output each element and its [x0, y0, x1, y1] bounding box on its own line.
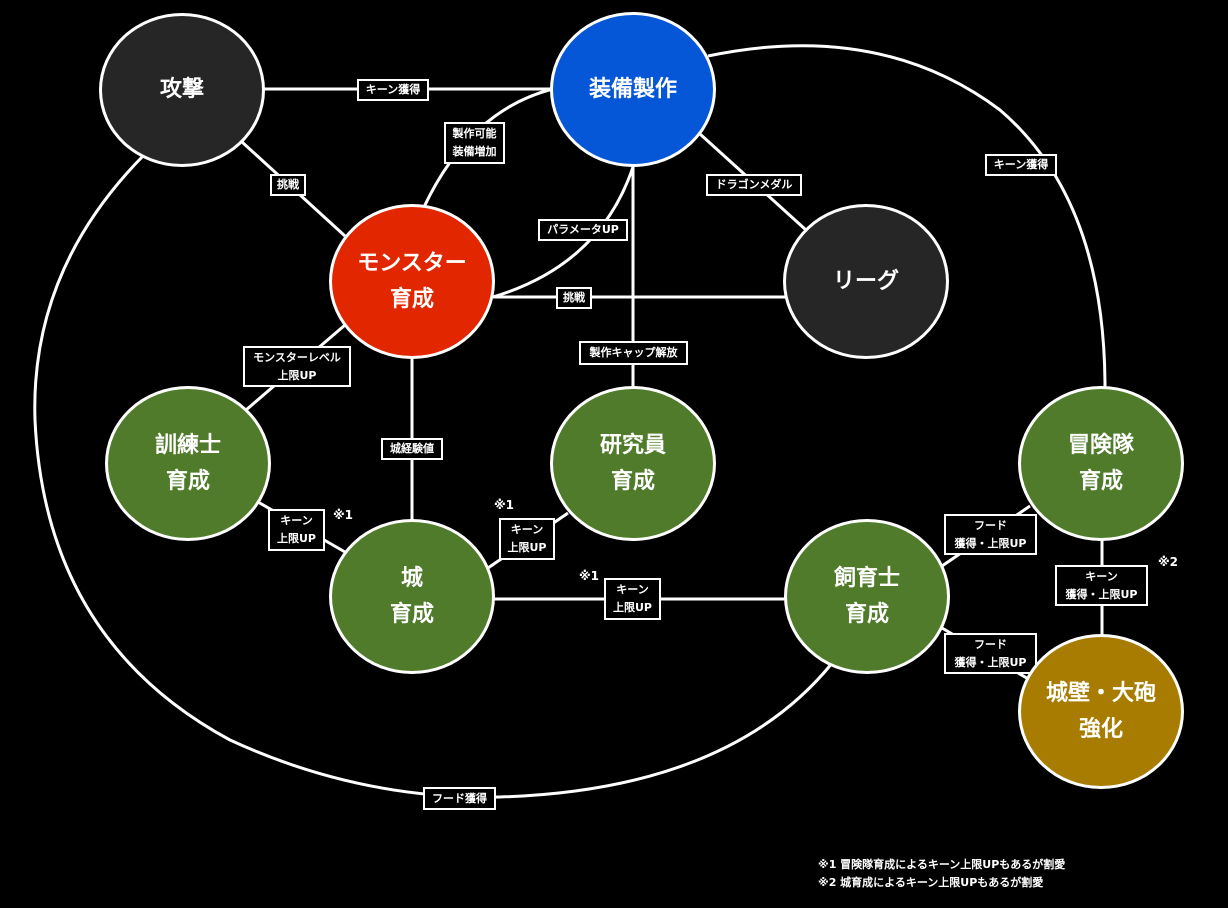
edge-equipment-adventurer: [707, 44, 1107, 389]
label-text: キーン: [280, 514, 313, 527]
footnotes: ※1 冒険隊育成によるキーン上限UPもあるが割愛 ※2 城育成によるキーン上限U…: [818, 856, 1065, 892]
edge-label-equipment-league: ドラゴンメダル: [706, 174, 802, 196]
node-label: 城壁・大砲: [1045, 680, 1156, 706]
label-text: フード: [974, 637, 1007, 651]
label-text: キーン: [616, 583, 649, 596]
edge-label-monster-trainer: モンスターレベル上限UP: [243, 346, 351, 387]
label-text: モンスターレベル: [253, 350, 341, 364]
label-text: 上限UP: [277, 368, 317, 382]
node-equipment: 装備製作: [550, 12, 716, 167]
node-label: 研究員: [599, 432, 666, 458]
label-text: フード: [974, 518, 1007, 532]
node-label: 訓練士: [154, 432, 221, 458]
label-text: フード獲得: [432, 791, 487, 805]
node-label: 育成: [389, 286, 434, 312]
label-text: 上限UP: [507, 541, 547, 554]
edge-label-adventurer-wall: キーン獲得・上限UP: [1055, 565, 1148, 606]
label-text: 城経験値: [390, 442, 434, 455]
label-text: キーン獲得: [365, 83, 421, 96]
edge-label-equipment-adventurer: キーン獲得: [985, 154, 1057, 176]
edge-label-monster-castle: 城経験値: [381, 438, 443, 460]
node-label: 攻撃: [159, 77, 204, 102]
node-monster: モンスター 育成: [329, 204, 495, 359]
node-label: 飼育士: [833, 565, 900, 591]
node-label: リーグ: [832, 268, 899, 294]
node-label: 城: [400, 565, 423, 591]
label-text: キーン獲得: [993, 158, 1049, 171]
edge-label-monster-league: 挑戦: [556, 287, 592, 309]
label-text: 挑戦: [277, 178, 299, 191]
node-researcher: 研究員 育成: [550, 386, 716, 541]
note-mark-adventurer-wall: ※2: [1158, 555, 1179, 569]
label-text: 装備増加: [452, 145, 497, 158]
node-label: 強化: [1078, 716, 1123, 742]
node-label: 育成: [844, 601, 889, 627]
label-text: キーン: [510, 523, 544, 536]
edge-label-equipment-monster-arc: パラメータUP: [538, 219, 628, 241]
label-text: 製作可能: [452, 127, 497, 140]
node-wall: 城壁・大砲 強化: [1018, 634, 1184, 789]
label-text: 獲得・上限UP: [954, 536, 1027, 550]
node-label: 装備製作: [588, 76, 677, 102]
label-text: パラメータUP: [547, 223, 619, 236]
edge-label-trainer-castle: キーン上限UP: [268, 509, 325, 551]
node-league: リーグ: [783, 204, 949, 359]
node-adventurer: 冒険隊 育成: [1018, 386, 1184, 541]
label-text: 獲得・上限UP: [954, 655, 1027, 669]
edge-attack-breeder-loop: [33, 153, 835, 799]
note-mark-castle-researcher: ※1: [494, 498, 515, 512]
note-mark-trainer-castle: ※1: [333, 508, 354, 522]
edge-label-castle-breeder: キーン上限UP: [604, 578, 661, 620]
edge-label-breeder-wall: フード獲得・上限UP: [944, 633, 1037, 674]
edge-label-equipment-researcher: 製作キャップ解放: [579, 341, 688, 365]
edge-label-attack-breeder-loop: フード獲得: [423, 787, 496, 810]
label-text: 上限UP: [613, 601, 652, 614]
label-text: 上限UP: [277, 532, 316, 545]
node-trainer: 訓練士 育成: [105, 386, 271, 541]
label-text: ドラゴンメダル: [715, 178, 793, 191]
node-label: 冒険隊: [1067, 432, 1134, 458]
edge-label-castle-researcher: キーン上限UP: [499, 518, 555, 560]
node-breeder: 飼育士 育成: [784, 519, 950, 674]
label-text: 製作キャップ解放: [589, 346, 678, 359]
edge-label-monster-equipment-arc: 製作可能装備増加: [444, 122, 505, 164]
label-text: 獲得・上限UP: [1065, 587, 1138, 601]
edge-equipment-monster-arc: [492, 166, 635, 299]
edge-label-breeder-adventurer: フード獲得・上限UP: [944, 514, 1037, 555]
label-text: キーン: [1085, 569, 1118, 583]
node-label: 育成: [610, 468, 655, 494]
node-label: 育成: [389, 601, 434, 627]
footnote-1: ※1 冒険隊育成によるキーン上限UPもあるが割愛: [818, 858, 1066, 871]
node-castle: 城 育成: [329, 519, 495, 674]
label-text: 挑戦: [563, 291, 585, 304]
node-attack: 攻撃: [99, 13, 265, 167]
edge-label-attack-monster: 挑戦: [270, 174, 306, 196]
node-label: 育成: [1078, 468, 1123, 494]
edge-label-attack-equipment: キーン獲得: [357, 79, 429, 101]
node-label: モンスター: [357, 250, 467, 276]
footnote-2: ※2 城育成によるキーン上限UPもあるが割愛: [818, 876, 1044, 889]
node-label: 育成: [165, 468, 210, 494]
note-mark-castle-breeder: ※1: [579, 569, 600, 583]
